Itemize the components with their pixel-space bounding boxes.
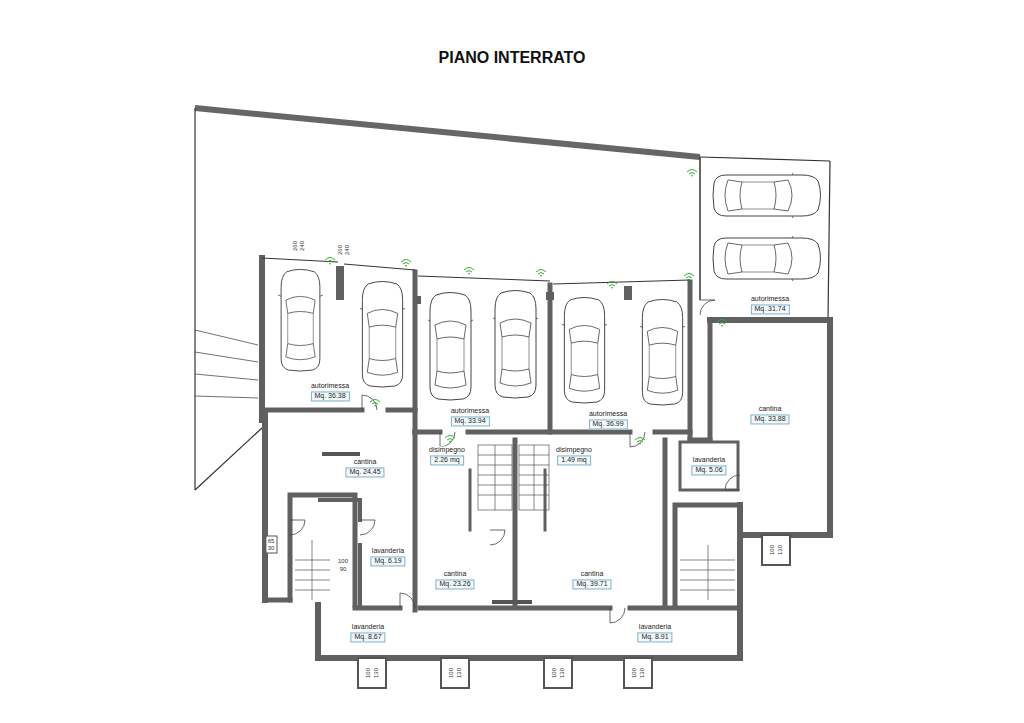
- room-label: cantinaMq. 33.88: [750, 405, 789, 424]
- dimension-label: 90: [339, 566, 348, 572]
- dimension-label: 260: [337, 244, 343, 256]
- dimension-label: 30: [267, 545, 276, 551]
- room-label: autorimessaMq. 31.74: [750, 295, 790, 314]
- room-area: 2.26 mq: [430, 456, 463, 466]
- room-name: disimpegno: [428, 446, 466, 454]
- room-area: Mq. 23.26: [435, 580, 474, 590]
- room-label: cantinaMq. 24.45: [345, 458, 384, 477]
- room-area: 1.49 mq: [557, 456, 590, 466]
- dimension-label: 130: [373, 667, 379, 679]
- room-area: Mq. 36.99: [588, 420, 627, 430]
- plan-title: PIANO INTERRATO: [439, 49, 586, 67]
- room-area: Mq. 39.71: [572, 580, 611, 590]
- dimension-label: 240: [299, 240, 305, 252]
- room-label: lavanderiaMq. 8.67: [350, 623, 385, 642]
- room-name: lavanderia: [371, 547, 405, 555]
- room-label: lavanderiaMq. 6.19: [370, 547, 405, 566]
- room-name: lavanderia: [692, 456, 726, 464]
- dimension-label: 130: [639, 667, 645, 679]
- dimension-label: 130: [559, 667, 565, 679]
- room-name: autorimessa: [588, 410, 628, 418]
- room-name: cantina: [443, 570, 468, 578]
- room-area: Mq. 33.88: [750, 415, 789, 425]
- dimension-label: 260: [292, 240, 298, 252]
- dimension-label: 130: [777, 544, 783, 556]
- dimension-label: 100: [769, 544, 775, 556]
- dimension-label: 100: [551, 667, 557, 679]
- room-label: disimpegno 2.26 mq: [428, 446, 466, 465]
- dimension-label: 130: [456, 667, 462, 679]
- dimension-label: 100: [337, 558, 349, 564]
- room-label: autorimessaMq. 33.94: [450, 407, 490, 426]
- room-name: disimpegno: [555, 446, 593, 454]
- dimension-label: 100: [448, 667, 454, 679]
- room-area: Mq. 8.91: [637, 633, 672, 643]
- room-area: Mq. 8.67: [350, 633, 385, 643]
- room-area: Mq. 6.19: [370, 557, 405, 567]
- room-label: cantinaMq. 39.71: [572, 570, 611, 589]
- room-area: Mq. 5.06: [691, 466, 726, 476]
- room-name: cantina: [353, 458, 378, 466]
- room-label: autorimessaMq. 36.38: [310, 382, 350, 401]
- room-area: Mq. 33.94: [450, 417, 489, 427]
- room-name: autorimessa: [310, 382, 350, 390]
- room-area: Mq. 24.45: [345, 468, 384, 478]
- room-area: Mq. 36.38: [310, 392, 349, 402]
- room-name: cantina: [580, 570, 605, 578]
- room-label: lavanderiaMq. 8.91: [637, 623, 672, 642]
- dimension-label: 240: [344, 244, 350, 256]
- dimension-label: 100: [365, 667, 371, 679]
- room-label: disimpegno 1.49 mq: [555, 446, 593, 465]
- room-name: cantina: [758, 405, 783, 413]
- room-name: lavanderia: [638, 623, 672, 631]
- room-name: autorimessa: [450, 407, 490, 415]
- room-name: lavanderia: [351, 623, 385, 631]
- room-label: lavanderiaMq. 5.06: [691, 456, 726, 475]
- dimension-label: 100: [631, 667, 637, 679]
- room-name: autorimessa: [750, 295, 790, 303]
- dimension-label: 65: [267, 538, 276, 544]
- room-label: cantinaMq. 23.26: [435, 570, 474, 589]
- room-area: Mq. 31.74: [750, 305, 789, 315]
- room-label: autorimessaMq. 36.99: [588, 410, 628, 429]
